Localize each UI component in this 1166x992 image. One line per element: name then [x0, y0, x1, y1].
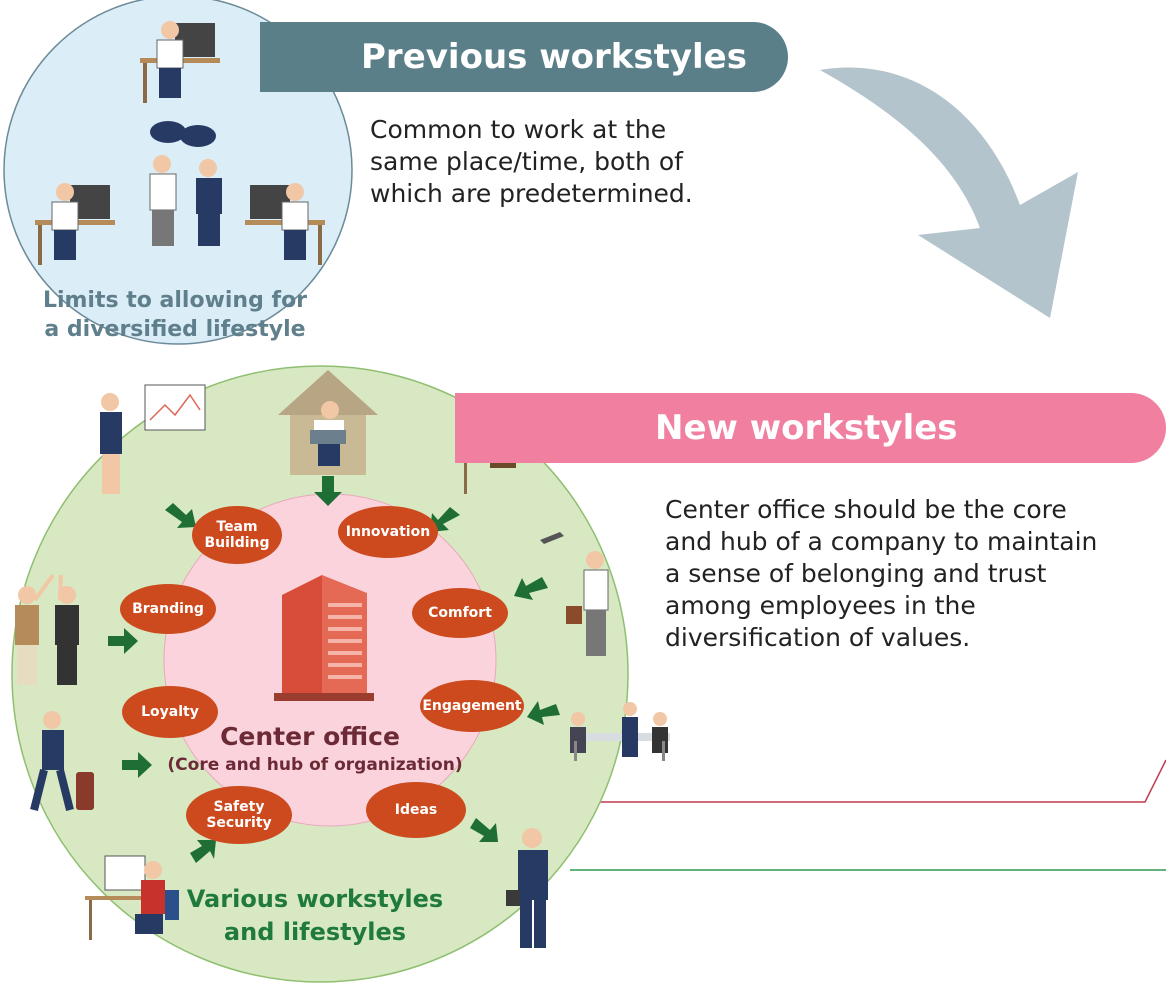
value-team-building: Team Building — [192, 506, 282, 564]
previous-workstyles-description: Common to work at the same place/time, b… — [370, 115, 693, 208]
value-branding: Branding — [120, 584, 216, 634]
arrow-icon — [430, 507, 460, 532]
value-comfort: Comfort — [412, 588, 508, 638]
green-arrows — [108, 476, 560, 863]
arrow-icon — [470, 818, 498, 842]
office-worker-icon — [140, 21, 220, 103]
arrow-icon — [190, 840, 216, 863]
value-ideas: Ideas — [366, 782, 466, 838]
previous-workstyles-title: Previous workstyles — [361, 37, 747, 77]
businessman-icon — [506, 828, 548, 948]
office-worker-icon — [35, 183, 115, 265]
arrow-icon — [514, 577, 548, 600]
previous-workstyles-banner: Previous workstyles — [260, 22, 788, 92]
office-worker-icon — [245, 183, 325, 265]
walking-traveler-icon — [30, 711, 94, 811]
various-workstyles-caption: Various workstyles and lifestyles — [186, 885, 444, 946]
center-office-subtitle: (Core and hub of organization) — [167, 755, 463, 775]
computer-worker-icon — [85, 855, 179, 940]
previous-limits-caption: Limits to allowing for a diversified lif… — [42, 288, 308, 342]
value-safety-security: Safety Security — [186, 786, 292, 844]
office-building-icon — [274, 575, 374, 701]
center-office-title: Center office — [220, 722, 400, 751]
new-workstyles-banner: New workstyles — [455, 393, 1166, 463]
new-workstyles-title: New workstyles — [655, 408, 958, 448]
arrow-icon — [108, 628, 138, 654]
high-five-icon — [15, 573, 79, 685]
value-innovation: Innovation — [338, 506, 438, 558]
arrow-icon — [122, 752, 152, 778]
transition-arrow — [820, 67, 1078, 318]
connector-line-red — [470, 759, 1166, 803]
conversation-icon — [149, 121, 222, 246]
new-workstyles-description: Center office should be the core and hub… — [665, 495, 1098, 652]
arrow-icon — [527, 701, 560, 725]
presenter-icon — [100, 384, 206, 494]
meeting-group-icon — [570, 702, 670, 761]
value-loyalty: Loyalty — [122, 686, 218, 738]
value-engagement: Engagement — [420, 680, 524, 732]
arrow-icon — [165, 503, 196, 528]
home-icon — [278, 370, 378, 475]
arrow-icon — [314, 476, 342, 506]
traveler-icon — [540, 532, 609, 656]
